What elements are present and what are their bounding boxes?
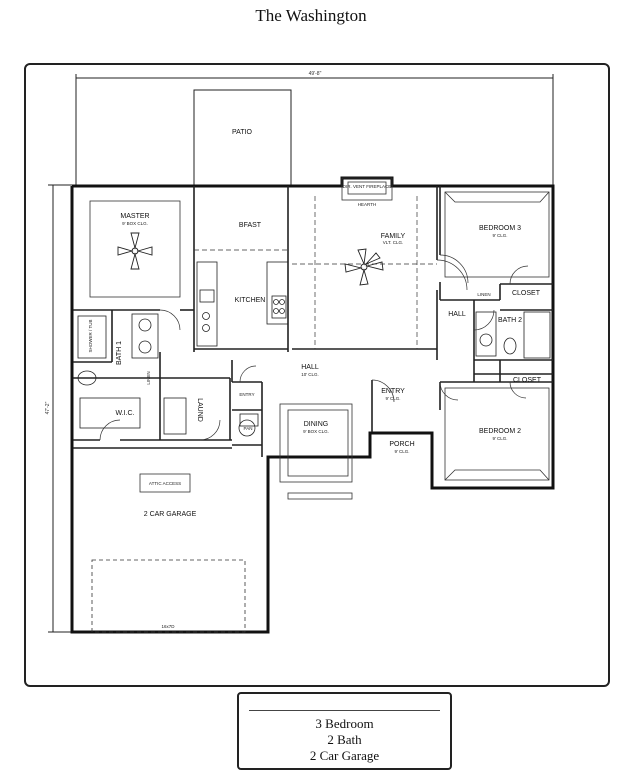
entry-label: ENTRY [381, 388, 405, 395]
bath2-tub [523, 311, 551, 359]
bath1-label: BATH 1 [116, 341, 123, 365]
drawing-frame [24, 63, 610, 687]
entry-small-label: ENTRY [239, 392, 254, 397]
water-heater [238, 419, 256, 437]
dining-label: DINING [304, 421, 329, 428]
family-label: FAMILY [381, 233, 406, 240]
dining-ceiling-label: 9' BOX CLG. [303, 429, 329, 434]
bath2-label: BATH 2 [498, 317, 522, 324]
master-toilet [77, 370, 97, 386]
wic-label: W.I.C. [115, 410, 134, 417]
kitchen-counters [196, 261, 289, 347]
exterior-wall [70, 176, 555, 634]
bedroom3-label: BEDROOM 3 [479, 225, 521, 232]
bfast-label: BFAST [239, 222, 262, 229]
master-box-ceiling [89, 200, 181, 298]
page-title: The Washington [255, 6, 367, 25]
garage-door [91, 559, 246, 633]
hearth-label: HEARTH [358, 202, 376, 207]
porch-label: PORCH [389, 441, 414, 448]
plan-summary-box: 3 Bedroom 2 Bath 2 Car Garage [237, 692, 452, 770]
garage-door-label: 16x7D [161, 624, 175, 629]
pan-label: PAN [244, 426, 253, 431]
bedroom2-ceiling-label: 9' CLG. [492, 436, 507, 441]
master-ceiling-label: 9' BOX CLG. [122, 221, 148, 226]
bedroom3-ceiling-label: 9' CLG. [492, 233, 507, 238]
fireplace [341, 177, 393, 201]
summary-rule [249, 710, 440, 711]
dining-box-ceiling [279, 403, 353, 483]
ceiling-fan-family [344, 248, 384, 286]
linen-right-label: LINEN [477, 292, 490, 297]
hall-ceiling-label: 10' CLG. [301, 372, 319, 377]
depth-dimension-label: 47'-2" [45, 401, 51, 414]
shower-label: SHOWER / TUB [88, 320, 93, 353]
porch-ceiling-label: 9' CLG. [394, 449, 409, 454]
bath-count: 2 Bath [327, 732, 362, 747]
patio-outline [193, 89, 292, 187]
garage-label: 2 CAR GARAGE [144, 511, 197, 518]
family-ceiling-label: VLT. CLG. [383, 240, 403, 245]
bath2-toilet [503, 337, 517, 355]
master-vanity [131, 313, 159, 359]
bath2-vanity [475, 311, 497, 357]
kitchen-label: KITCHEN [235, 297, 266, 304]
master-label: MASTER [120, 213, 149, 220]
laund-label: LAUND [196, 398, 203, 422]
ceiling-fan-master [117, 232, 153, 270]
hall-right-label: HALL [448, 311, 466, 318]
garage-size: 2 Car Garage [309, 748, 380, 763]
attic-access-label: ATTIC ACCESS [149, 481, 181, 486]
hall-label: HALL [301, 364, 319, 371]
closet-mid-label: CLOSET [513, 377, 542, 384]
linen-left-label: LINEN [146, 371, 151, 384]
master-shower [77, 315, 107, 359]
fireplace-label: DIR. VENT FIREPLACE [343, 184, 391, 189]
width-dimension-label: 49'-8" [309, 71, 322, 77]
entry-ceiling-label: 9' CLG. [385, 396, 400, 401]
closet-top-label: CLOSET [512, 290, 541, 297]
bedroom-count: 3 Bedroom [315, 716, 374, 731]
bedroom2-label: BEDROOM 2 [479, 428, 521, 435]
patio-label: PATIO [232, 129, 253, 136]
